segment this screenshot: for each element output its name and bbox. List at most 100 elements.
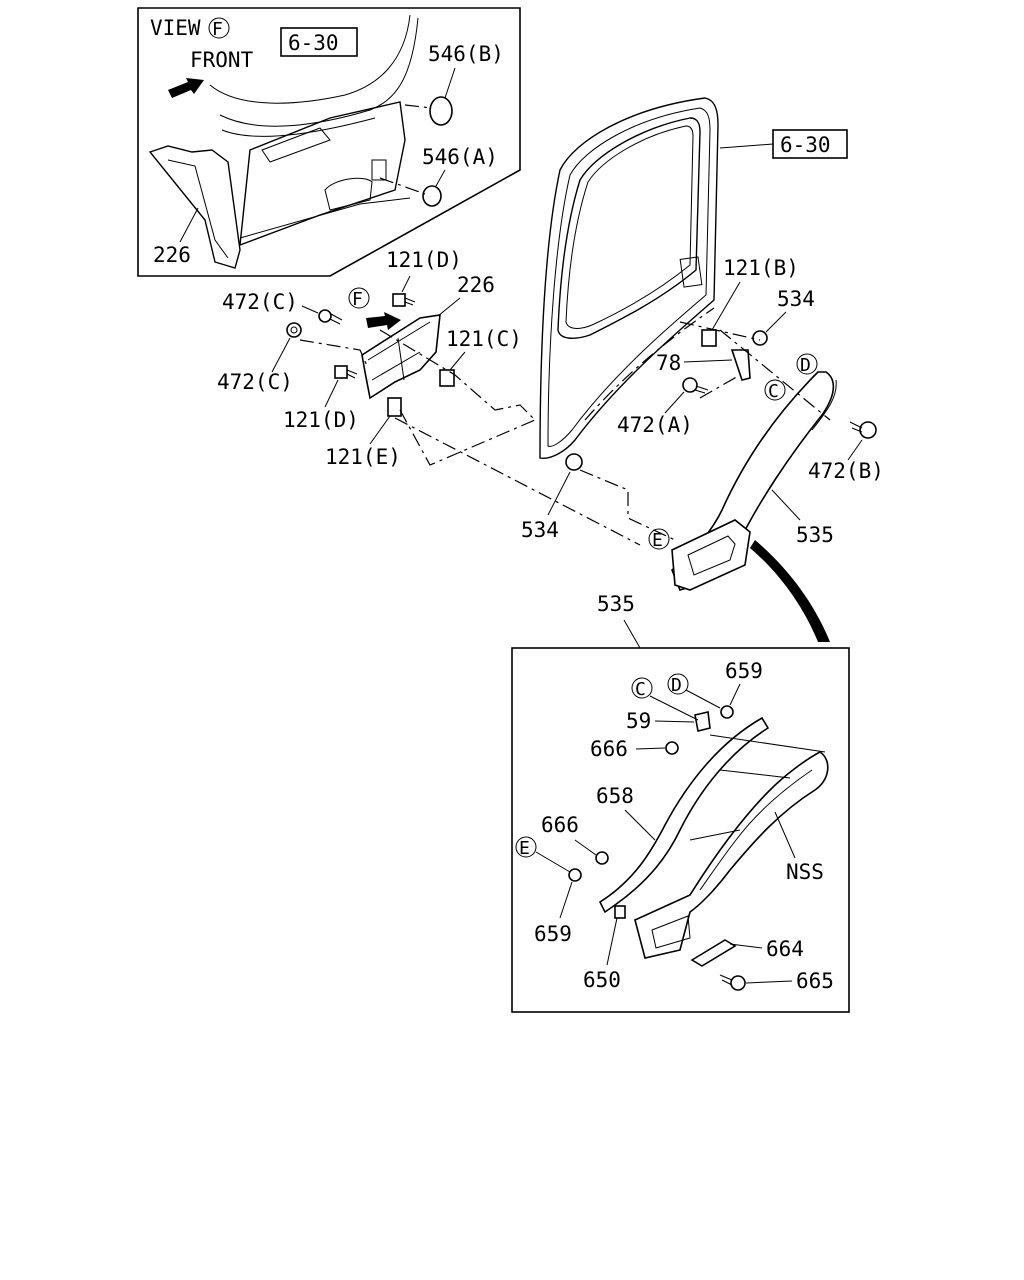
clip-121c-icon — [439, 369, 455, 387]
label-472c-bot: 472(C) — [217, 370, 293, 394]
detail-leader-666-top — [635, 747, 666, 750]
inset-frame — [137, 7, 521, 277]
detail-fender-edge — [699, 769, 813, 891]
label-534-bot: 534 — [521, 518, 559, 542]
label-472a: 472(A) — [617, 413, 693, 437]
assy-line-6 — [719, 329, 831, 421]
detail-label-59: 59 — [626, 709, 651, 733]
detail-leader-666-mid — [574, 839, 597, 856]
cab-side-panel — [239, 101, 406, 247]
inset-step-inner — [167, 159, 411, 259]
inset-label-226: 226 — [153, 243, 191, 267]
bolt-121d-bot-icon — [334, 365, 358, 379]
detail-callout-arrow — [750, 540, 830, 642]
detail-label-658: 658 — [596, 784, 634, 808]
leader-226-main — [437, 297, 461, 317]
assy-line-4 — [394, 417, 641, 546]
leader-535-main — [771, 489, 801, 521]
clip-59-icon — [694, 711, 711, 732]
bolt-665-icon — [719, 974, 746, 991]
inset-view-circle — [208, 17, 230, 39]
bolt-472b-icon — [849, 421, 877, 439]
nut-472c-bot-icon — [286, 322, 302, 338]
detail-circle-e — [515, 836, 537, 858]
detail-leader-664 — [729, 943, 763, 949]
grommet-546b-icon — [429, 96, 453, 126]
inset-label-546a: 546(A) — [422, 145, 498, 169]
detail-step-slot — [651, 915, 691, 949]
inset-view-circle-letter: F — [212, 19, 223, 40]
label-121b: 121(B) — [723, 256, 799, 280]
detail-label-666-mid: 666 — [541, 813, 579, 837]
detail-label-659-bot: 659 — [534, 922, 572, 946]
detail-letter-c: C — [635, 679, 646, 700]
cab-panel-hole — [371, 159, 387, 181]
rear-fender-edge — [811, 379, 837, 431]
detail-frame — [511, 647, 850, 1013]
detail-leader-e — [535, 851, 571, 873]
leader-534-right — [765, 311, 787, 333]
detail-leader-c — [649, 695, 699, 721]
detail-label-666-top: 666 — [590, 737, 628, 761]
detail-leader-659-bot — [559, 881, 573, 919]
cab-panel-slot — [261, 127, 331, 163]
leader-121e — [369, 415, 391, 445]
detail-leader-59 — [654, 720, 695, 723]
leader-78 — [683, 359, 733, 363]
door-outline-inner — [547, 107, 711, 447]
fender-step-plate — [671, 519, 751, 591]
leader-121d-bot — [324, 379, 339, 408]
label-121e: 121(E) — [325, 445, 401, 469]
inset-leader-546b — [444, 67, 456, 99]
label-472b: 472(B) — [808, 459, 884, 483]
assy-line-7 — [679, 321, 761, 341]
detail-leader-658 — [624, 809, 656, 841]
door-window-inner — [565, 125, 694, 329]
main-ref-leader — [719, 143, 774, 149]
assy-line-2 — [379, 329, 536, 421]
main-circle-e — [648, 528, 670, 550]
assy-line-3 — [399, 409, 536, 466]
door-outline — [539, 97, 719, 459]
front-label: FRONT — [190, 48, 254, 72]
label-226-main: 226 — [457, 273, 495, 297]
detail-letter-e: E — [519, 838, 530, 859]
nut-666-mid-icon — [595, 851, 609, 865]
clip-121e-icon — [387, 397, 402, 417]
clip-650-icon — [614, 905, 626, 919]
bolt-472c-top-icon — [318, 309, 343, 325]
label-534-right: 534 — [777, 287, 815, 311]
inset-ref-box — [280, 27, 358, 57]
leader-472b — [847, 439, 863, 461]
detail-label-nss: NSS — [786, 860, 824, 884]
front-arrow-icon — [168, 78, 204, 98]
inset-step-bracket — [148, 145, 241, 269]
trim-strip-658 — [598, 716, 770, 914]
main-circle-c — [764, 379, 786, 401]
detail-fender-panel — [634, 751, 829, 959]
main-circle-f — [348, 287, 370, 309]
detail-circle-d — [667, 673, 689, 695]
detail-535: 535 C D 659 59 — [511, 592, 850, 1013]
leader-472c-top — [301, 305, 319, 314]
leader-121d-top — [401, 275, 411, 293]
label-472c-top: 472(C) — [222, 290, 298, 314]
assy-line-1 — [299, 339, 369, 369]
nut-659-top-icon — [720, 705, 734, 719]
door-handle — [679, 256, 703, 288]
main-letter-d: D — [800, 355, 811, 376]
bolt-121d-top-icon — [392, 293, 416, 307]
main-letter-e: E — [652, 530, 663, 551]
front-arrow-main-icon — [366, 312, 401, 330]
detail-assembly-lines — [689, 734, 826, 841]
detail-label-659-top: 659 — [725, 659, 763, 683]
detail-leader-650 — [606, 917, 618, 966]
detail-title-leader — [623, 619, 641, 649]
main-letter-c: C — [768, 381, 779, 402]
leader-472c-bot — [271, 337, 291, 373]
leader-534-bot — [547, 471, 571, 516]
door-trim-line — [584, 307, 715, 421]
main-circle-d — [796, 353, 818, 375]
detail-label-665: 665 — [796, 969, 834, 993]
